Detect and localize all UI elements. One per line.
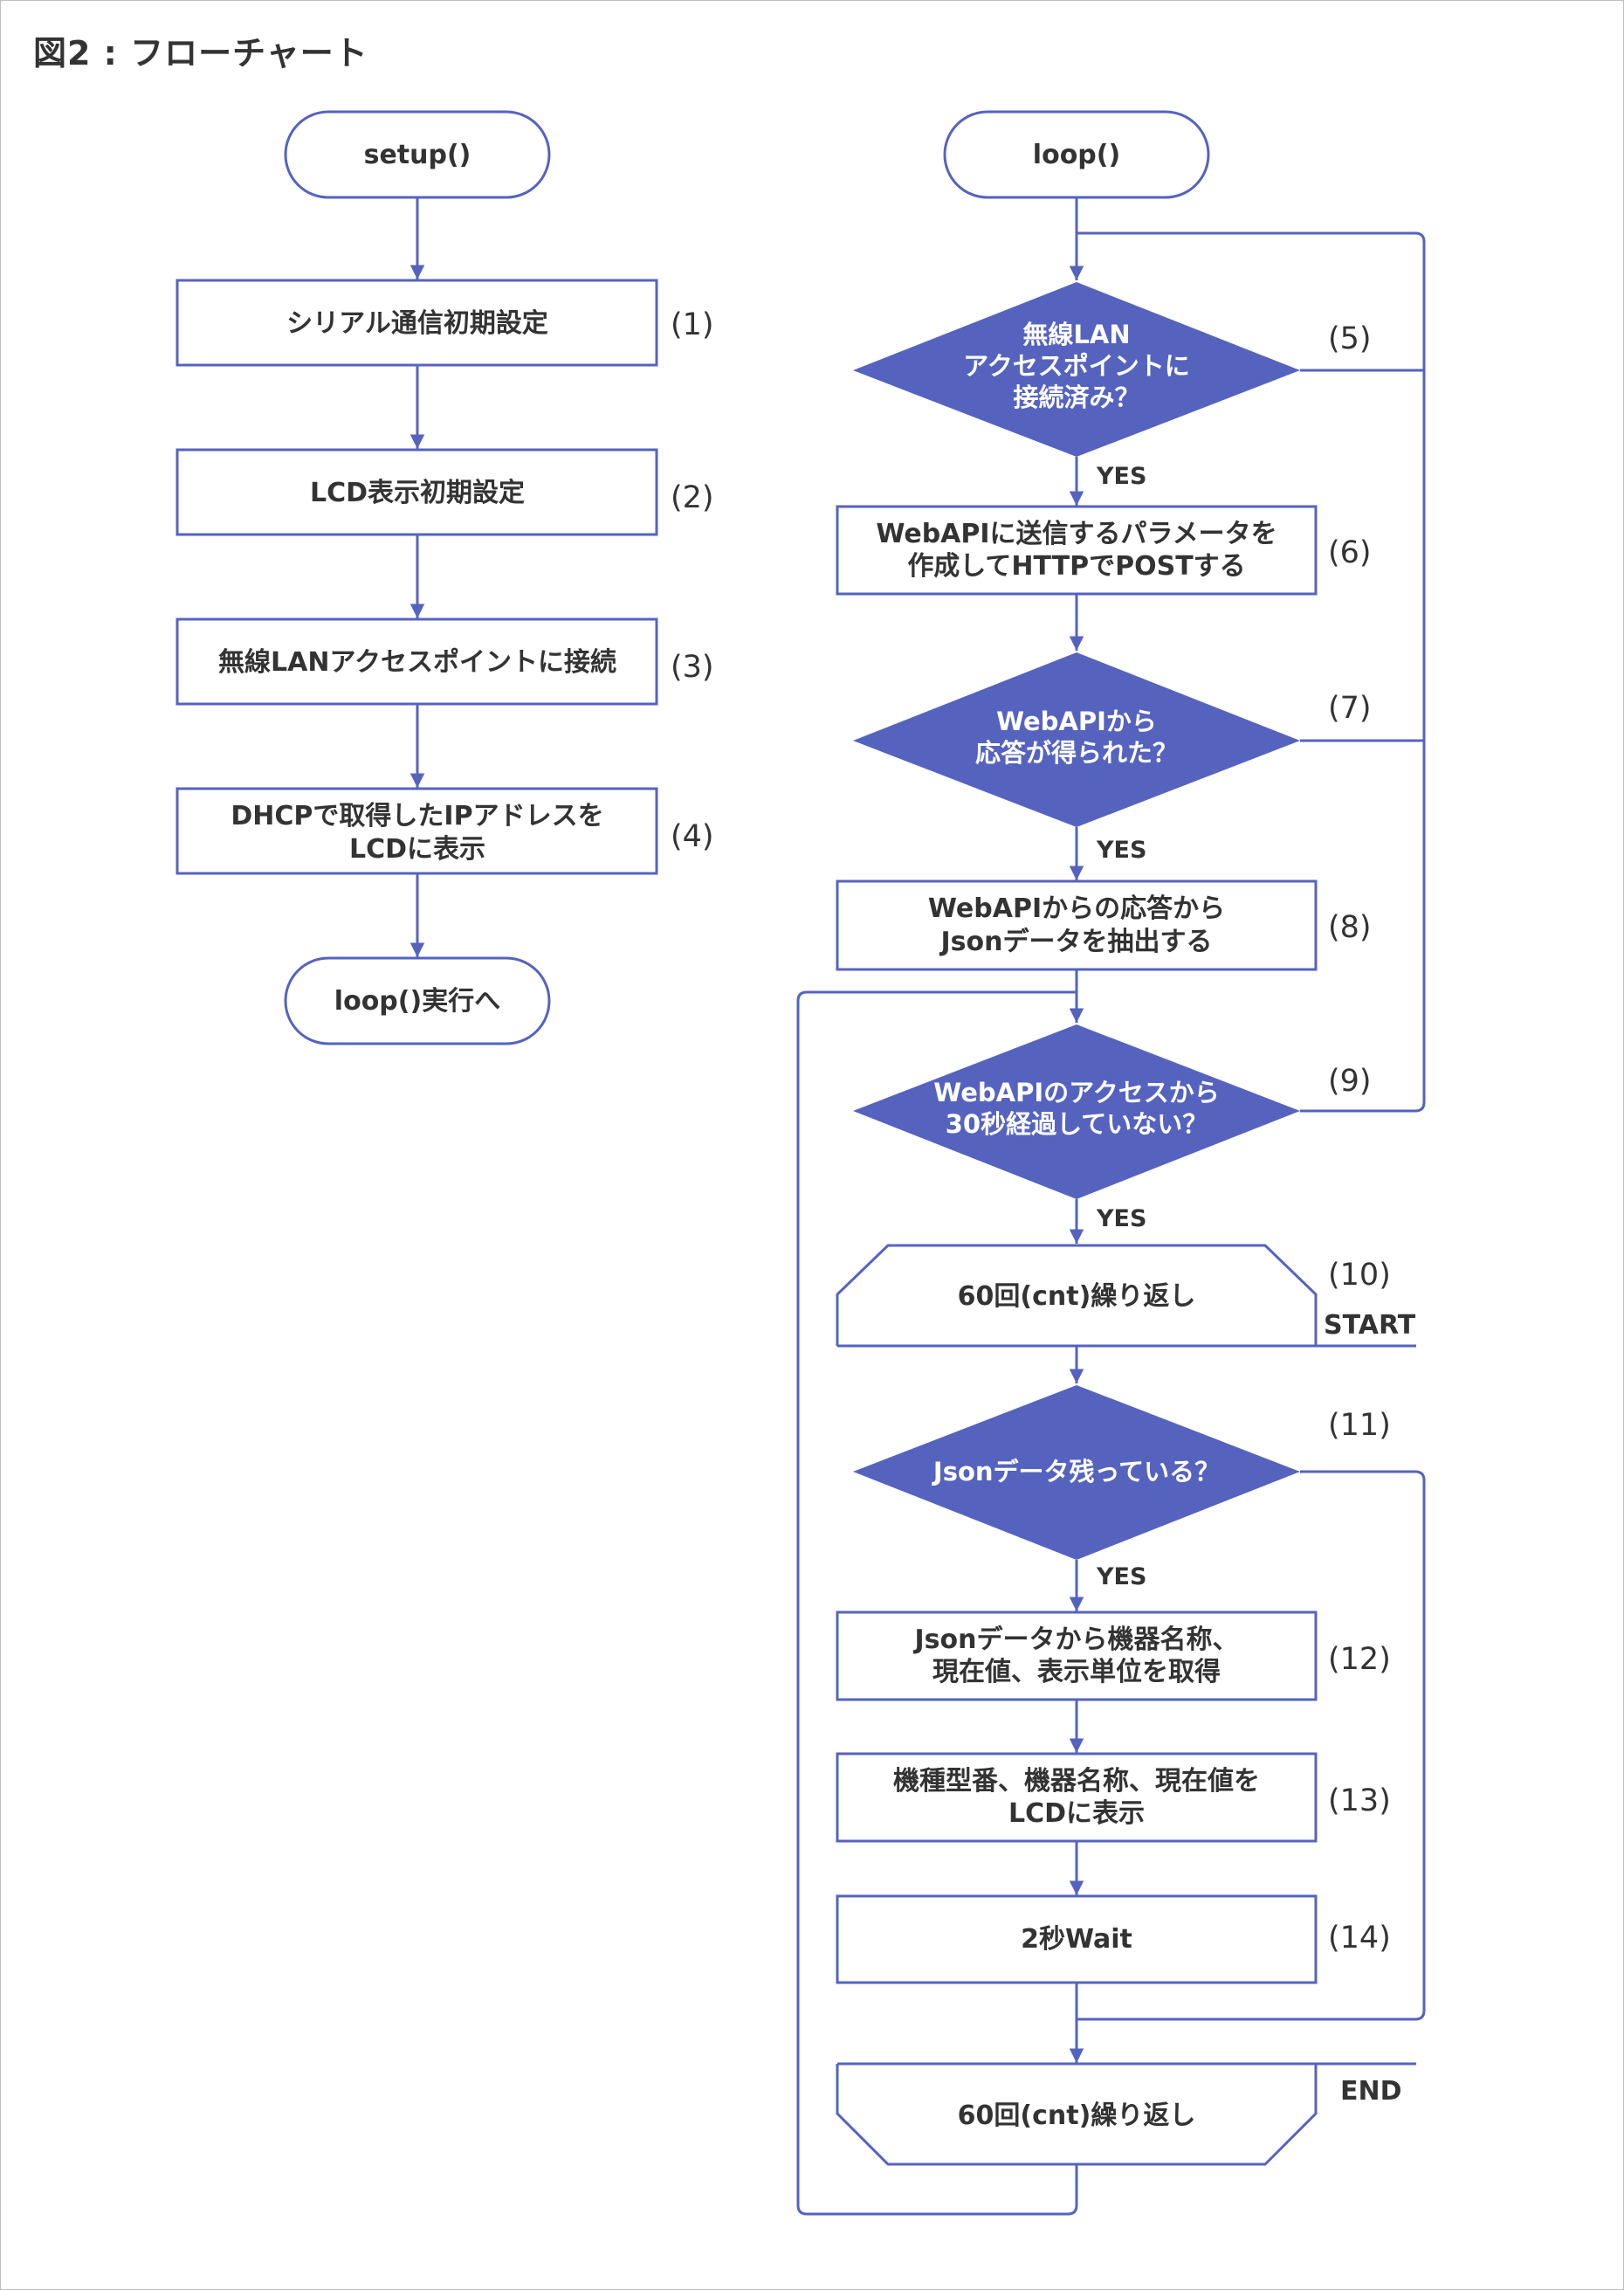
step-2-label: LCD表示初期設定 (310, 478, 525, 508)
step-3-number: (3) (671, 650, 714, 685)
loop-label: loop() (1033, 140, 1120, 170)
yes-label-11: YES (1096, 1563, 1146, 1590)
yes-label-7: YES (1096, 837, 1146, 864)
decision-9: WebAPIのアクセスから 30秒経過していない？ (9) YES (853, 1024, 1372, 1232)
process-6: WebAPIに送信するパラメータを 作成してHTTPでPOSTする (6) (836, 505, 1372, 596)
loop-end-tag: END (1340, 2076, 1402, 2107)
right-connectors (796, 197, 1426, 2216)
process-6-number: (6) (1328, 535, 1372, 570)
process-13: 機種型番、機器名称、現在値を LCDに表示 (13) (836, 1752, 1391, 1843)
loop-terminal: loop() (943, 110, 1210, 199)
setup-end-terminal: loop()実行へ (284, 956, 551, 1045)
process-12: Jsonデータから機器名称、 現在値、表示単位を取得 (12) (836, 1611, 1391, 1701)
process-13-line1: 機種型番、機器名称、現在値を (893, 1766, 1260, 1797)
process-12-line1: Jsonデータから機器名称、 (913, 1624, 1239, 1655)
step-2-number: (2) (671, 480, 714, 515)
yes-label-5: YES (1096, 463, 1146, 490)
decision-5-line1: 無線LAN (1022, 320, 1130, 349)
decision-9-line2: 30秒経過していない？ (946, 1109, 1208, 1139)
loop-end: 60回(cnt)繰り返し END (836, 2062, 1416, 2166)
decision-5: 無線LAN アクセスポイントに 接続済み？ (5) YES (853, 282, 1372, 490)
loop-start-10: 60回(cnt)繰り返し (10) START (836, 1244, 1416, 1348)
decision-5-number: (5) (1328, 321, 1372, 356)
decision-9-number: (9) (1328, 1064, 1372, 1099)
figure-title: 図2 : フローチャート (33, 34, 368, 72)
process-8-number: (8) (1328, 910, 1372, 945)
process-8: WebAPIからの応答から Jsonデータを抽出する (8) (836, 879, 1372, 971)
process-12-number: (12) (1328, 1642, 1391, 1677)
decision-11-number: (11) (1328, 1408, 1391, 1443)
step-4-number: (4) (671, 819, 714, 854)
loop-start-tag: START (1324, 1310, 1416, 1341)
process-13-line2: LCDに表示 (1008, 1798, 1145, 1829)
decision-5-line2: アクセスポイントに (963, 351, 1190, 381)
step-1-number: (1) (671, 307, 714, 342)
decision-7-number: (7) (1328, 691, 1372, 726)
step-3-box: 無線LANアクセスポイントに接続 (3) (175, 617, 714, 706)
step-1-box: シリアル通信初期設定 (1) (175, 279, 714, 367)
decision-5-line3: 接続済み？ (1013, 383, 1139, 412)
loop-end-label: 60回(cnt)繰り返し (958, 2100, 1196, 2131)
step-2-box: LCD表示初期設定 (2) (175, 448, 714, 536)
loop-start-number: (10) (1328, 1258, 1391, 1293)
process-14: 2秒Wait (14) (836, 1894, 1391, 1984)
setup-label: setup() (364, 140, 471, 170)
process-6-line2: 作成してHTTPでPOSTする (907, 551, 1245, 582)
step-3-label: 無線LANアクセスポイントに接続 (218, 647, 616, 678)
process-6-line1: WebAPIに送信するパラメータを (876, 519, 1276, 549)
decision-11: Jsonデータ残っている？ (11) YES (853, 1385, 1391, 1590)
process-14-label: 2秒Wait (1021, 1924, 1132, 1955)
decision-7-line1: WebAPIから (996, 707, 1157, 736)
yes-label-9: YES (1096, 1205, 1146, 1232)
step-4-label-line2: LCDに表示 (349, 834, 485, 865)
loop-exec-label: loop()実行へ (334, 986, 500, 1017)
decision-9-line1: WebAPIのアクセスから (933, 1078, 1219, 1107)
step-4-box: DHCPで取得したIPアドレスを LCDに表示 (4) (175, 787, 714, 875)
decision-7: WebAPIから 応答が得られた？ (7) YES (853, 652, 1372, 864)
setup-terminal: setup() (284, 110, 551, 199)
decision-11-line1: Jsonデータ残っている？ (932, 1457, 1220, 1486)
process-13-number: (13) (1328, 1783, 1391, 1818)
process-8-line2: Jsonデータを抽出する (939, 927, 1213, 957)
process-8-line1: WebAPIからの応答から (928, 893, 1225, 924)
loop-start-label: 60回(cnt)繰り返し (958, 1281, 1196, 1312)
decision-7-line2: 応答が得られた？ (975, 738, 1178, 768)
step-1-label: シリアル通信初期設定 (286, 308, 548, 339)
process-12-line2: 現在値、表示単位を取得 (932, 1657, 1221, 1687)
step-4-label-line1: DHCPで取得したIPアドレスを (231, 801, 603, 831)
process-14-number: (14) (1328, 1921, 1391, 1955)
